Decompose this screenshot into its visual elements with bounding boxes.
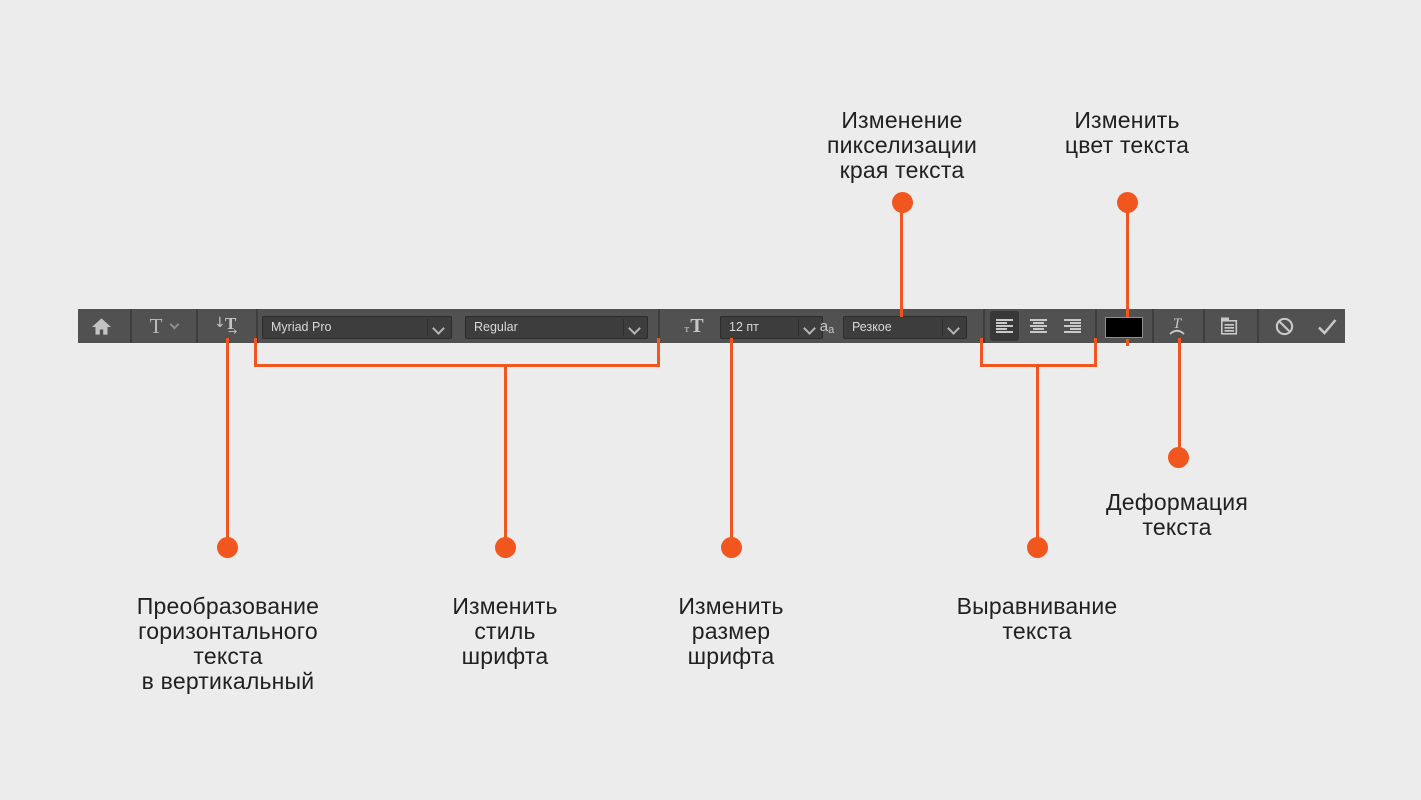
callout-dot-style <box>495 537 516 558</box>
toolbar-divider <box>1095 309 1097 343</box>
toolbar-divider <box>196 309 198 343</box>
callout-line-color <box>1126 210 1129 317</box>
field-separator <box>942 319 943 336</box>
field-separator <box>623 319 624 336</box>
home-icon <box>91 317 111 335</box>
font-style-value: Regular <box>474 320 518 334</box>
align-left-icon <box>996 319 1013 333</box>
callout-line-anti-alias <box>900 210 903 317</box>
callout-label-anti-alias: Изменение пикселизации края текста <box>826 107 978 183</box>
commit-button[interactable] <box>1312 309 1342 343</box>
callout-line-size <box>730 338 733 548</box>
field-separator <box>798 319 799 336</box>
font-size-select[interactable]: 12 пт <box>720 316 823 339</box>
text-orientation-icon: ↓ T → <box>214 314 238 338</box>
callout-bracket-align-bar <box>980 364 1097 367</box>
toolbar-divider <box>658 309 660 343</box>
toolbar-divider <box>1152 309 1154 343</box>
font-family-value: Myriad Pro <box>271 320 332 334</box>
toolbar-divider <box>256 309 258 343</box>
font-family-select[interactable]: Myriad Pro <box>262 316 452 339</box>
svg-text:T: T <box>1173 316 1183 332</box>
callout-line-align <box>1036 366 1039 548</box>
callout-label-warp: Деформация текста <box>1106 489 1248 540</box>
align-center-icon <box>1030 319 1047 333</box>
warp-text-button[interactable]: T <box>1162 309 1192 343</box>
font-size-icon: т T <box>684 314 704 337</box>
cancel-button[interactable] <box>1270 309 1298 343</box>
anti-alias-select[interactable]: Резкое <box>843 316 967 339</box>
field-separator <box>427 319 428 336</box>
callout-bracket-style-bar <box>254 364 660 367</box>
callout-label-color: Изменить цвет текста <box>1064 107 1190 158</box>
chevron-down-icon <box>432 322 445 335</box>
text-tool-icon: T <box>149 313 163 338</box>
callout-label-orientation: Преобразование горизонтального текста в … <box>136 593 320 694</box>
chevron-down-icon <box>169 319 180 330</box>
toolbar-divider <box>1203 309 1205 343</box>
callout-dot-anti-alias <box>892 192 913 213</box>
chevron-down-icon <box>947 322 960 335</box>
type-options-toolbar: T ↓ T → Myriad Pro Regular т T <box>78 309 1345 343</box>
callout-line-style <box>504 366 507 548</box>
callout-dot-size <box>721 537 742 558</box>
panels-icon <box>1221 317 1238 335</box>
chevron-down-icon <box>628 322 641 335</box>
callout-dot-orientation <box>217 537 238 558</box>
callout-label-size: Изменить размер шрифта <box>678 593 784 669</box>
toggle-panels-button[interactable] <box>1214 309 1244 343</box>
align-center-button[interactable] <box>1024 311 1053 341</box>
toolbar-divider <box>983 309 985 343</box>
text-color-swatch[interactable] <box>1105 317 1143 338</box>
text-tool-preset-button[interactable]: T <box>140 309 188 343</box>
callout-line-orientation <box>226 338 229 548</box>
home-button[interactable] <box>88 309 114 343</box>
callout-line-warp <box>1178 338 1181 458</box>
anti-alias-icon: a a <box>819 317 835 337</box>
font-style-select[interactable]: Regular <box>465 316 648 339</box>
cancel-icon <box>1275 317 1293 335</box>
font-size-value: 12 пт <box>729 320 759 334</box>
align-left-button[interactable] <box>990 311 1019 341</box>
anti-alias-value: Резкое <box>852 320 892 334</box>
align-right-button[interactable] <box>1058 311 1087 341</box>
toolbar-divider <box>1257 309 1259 343</box>
align-right-icon <box>1064 319 1081 333</box>
toolbar-divider <box>130 309 132 343</box>
check-icon <box>1318 318 1337 335</box>
callout-dot-color <box>1117 192 1138 213</box>
callout-label-align: Выравнивание текста <box>956 593 1118 644</box>
callout-label-style: Изменить стиль шрифта <box>452 593 558 669</box>
text-orientation-button[interactable]: ↓ T → <box>210 309 248 343</box>
callout-dot-align <box>1027 537 1048 558</box>
callout-dot-warp <box>1168 447 1189 468</box>
warp-text-icon: T <box>1169 316 1185 335</box>
